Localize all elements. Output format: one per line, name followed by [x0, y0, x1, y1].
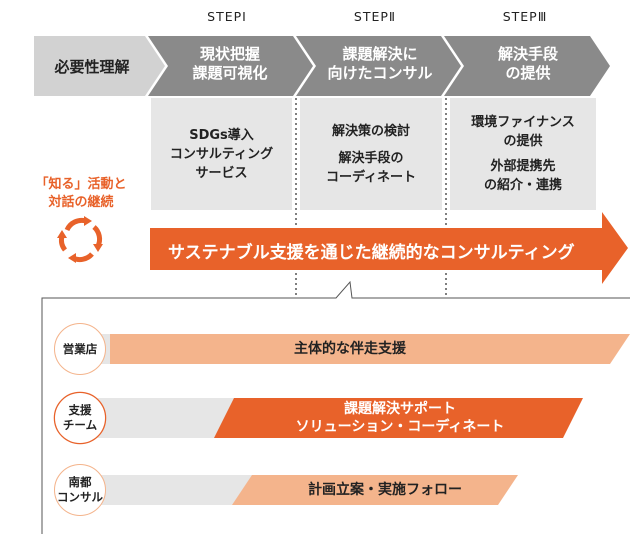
side-note-line2: 対話の継続 [48, 195, 114, 210]
box3-line: の提供 [503, 134, 543, 149]
box1-line: コンサルティング [169, 146, 274, 162]
circle-row2-label: 支援 チーム [55, 393, 105, 443]
box2-line: 解決手段の [338, 150, 404, 166]
circle-row3-line2: コンサル [57, 490, 103, 504]
box2-line: コーディネート [325, 169, 417, 185]
step2-title: 課題解決に 向けたコンサル [318, 45, 442, 83]
cycle-icon [59, 217, 103, 263]
first-arrow-label: 必要性理解 [54, 58, 130, 76]
step1-detail-box: SDGs導入 コンサルティング サービス [151, 98, 292, 210]
circle-row3-label: 南都 コンサル [55, 465, 105, 515]
side-note: 「知る」活動と 対話の継続 [26, 176, 136, 212]
arrow-step1 [148, 36, 313, 96]
arrow-step0 [34, 36, 165, 96]
step3-title-line1: 解決手段 [497, 45, 558, 63]
step3-detail-box: 環境ファイナンス の提供 外部提携先 の紹介・連携 [450, 98, 596, 210]
banner-text: サステナブル支援を通じた継続的なコンサルティング [168, 243, 575, 263]
step2-title-line2: 向けたコンサル [327, 64, 433, 82]
bar-row2-line2: ソリューション・コーディネート [295, 419, 505, 435]
bar-row2-fill [214, 398, 583, 438]
callout-outline [41, 280, 630, 534]
box1-line: サービス [195, 165, 248, 181]
circle-row3-line1: 南都 [68, 475, 92, 489]
bar-row2-text: 課題解決サポート ソリューション・コーディネート [250, 400, 550, 436]
step1-title: 現状把握 課題可視化 [170, 45, 290, 83]
step-label-1: STEPⅠ [207, 9, 247, 24]
bar-row1-text: 主体的な伴走支援 [294, 341, 406, 357]
arrow-step2 [296, 36, 461, 96]
circle-row2-line2: チーム [62, 418, 98, 432]
box3-line: 環境ファイナンス [471, 115, 575, 130]
box1-line: SDGs導入 [189, 127, 254, 143]
box3-line: の紹介・連携 [483, 178, 562, 193]
step1-title-line1: 現状把握 [199, 45, 260, 63]
box3-line: 外部提携先 [490, 159, 556, 174]
step-label-3: STEPⅢ [502, 9, 548, 24]
step3-title-line2: の提供 [505, 64, 551, 82]
step3-title: 解決手段 の提供 [466, 45, 590, 83]
box2-line: 解決策の検討 [331, 123, 410, 139]
step2-title-line1: 課題解決に [342, 45, 418, 63]
bar-row3-text: 計画立案・実施フォロー [308, 482, 462, 498]
bar-row2-gray [90, 398, 260, 438]
circle-row1-line1: 営業店 [62, 341, 98, 356]
bar-row3-fill [232, 475, 518, 505]
step-label-2: STEPⅡ [353, 9, 397, 24]
step2-detail-box: 解決策の検討 解決手段の コーディネート [300, 98, 442, 210]
circle-row2-line1: 支援 [68, 403, 92, 417]
arrow-step3 [444, 36, 610, 96]
bar-row2-line1: 課題解決サポート [344, 401, 456, 417]
side-note-line1: 「知る」活動と [35, 177, 127, 192]
bar-row1-fill [110, 334, 630, 364]
banner-arrow [150, 212, 628, 284]
circle-row1-label: 営業店 [55, 324, 105, 374]
step1-title-line2: 課題可視化 [192, 64, 268, 82]
